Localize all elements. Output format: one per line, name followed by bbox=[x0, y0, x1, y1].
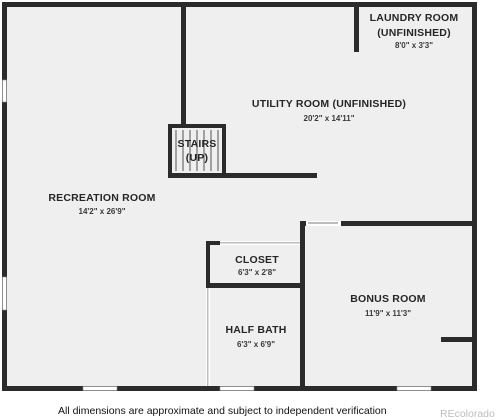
half-bath-name: HALF BATH bbox=[225, 324, 286, 336]
brand-watermark: REcolorado bbox=[440, 408, 495, 420]
stair-treads bbox=[175, 130, 219, 171]
interior-walls bbox=[168, 6, 474, 391]
bonus-room-name: BONUS ROOM bbox=[350, 293, 426, 305]
utility-room-name: UTILITY ROOM (UNFINISHED) bbox=[252, 98, 406, 110]
door-openings bbox=[206, 221, 341, 386]
bonus-room-dims: 11'9" x 11'3" bbox=[365, 309, 411, 318]
recreation-room-dims: 14'2" x 26'9" bbox=[79, 207, 126, 216]
bonus-room-floor bbox=[302, 223, 474, 388]
window-left-lower bbox=[2, 276, 7, 311]
recreation-room-name: RECREATION ROOM bbox=[48, 192, 155, 204]
disclaimer-text: All dimensions are approximate and subje… bbox=[58, 405, 387, 417]
closet-dims: 6'3" x 2'8" bbox=[238, 268, 276, 277]
laundry-room-name-line2: (UNFINISHED) bbox=[377, 27, 451, 39]
half-bath-dims: 6'3" x 6'9" bbox=[237, 340, 275, 349]
window-bottom-1 bbox=[82, 386, 118, 391]
stairs-name-line1: STAIRS bbox=[178, 138, 217, 150]
window-left-upper bbox=[2, 79, 7, 103]
closet-name: CLOSET bbox=[235, 254, 279, 266]
windows bbox=[2, 79, 432, 391]
window-bottom-2 bbox=[219, 386, 255, 391]
stairs-name-line2: (UP) bbox=[186, 152, 208, 164]
utility-room-dims: 20'2" x 14'11" bbox=[304, 114, 355, 123]
laundry-room-dims: 8'0" x 3'3" bbox=[395, 41, 433, 50]
window-bottom-3 bbox=[396, 386, 432, 391]
laundry-room-name-line1: LAUNDRY ROOM bbox=[370, 12, 459, 24]
